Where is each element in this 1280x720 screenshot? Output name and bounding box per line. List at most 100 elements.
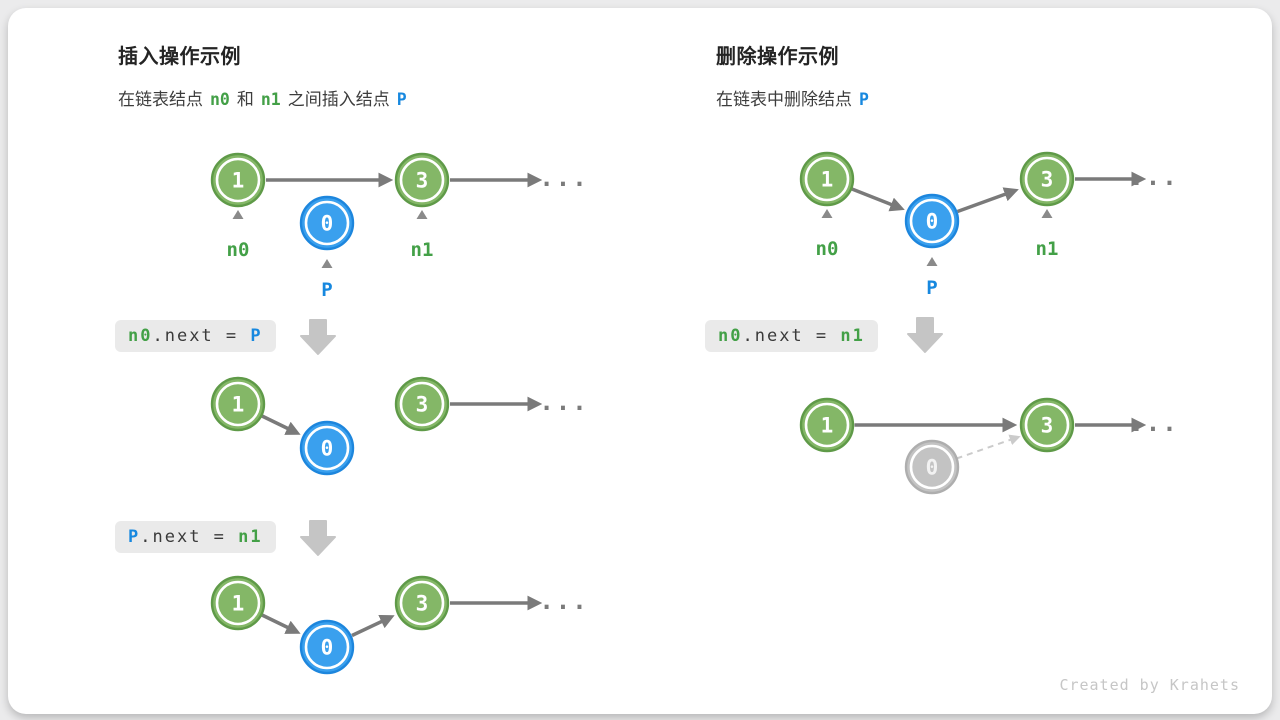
node-ring	[909, 444, 955, 490]
arrow-1-to-0	[261, 613, 301, 634]
node-circle	[210, 152, 266, 208]
node-ring	[399, 381, 445, 427]
arrow-0-to-3	[956, 187, 1019, 214]
pointer-caret-icon	[1041, 209, 1053, 218]
token-n0: n0	[210, 90, 230, 109]
code-rhs: n1	[840, 326, 865, 346]
node-blue-0: 0	[904, 193, 960, 249]
code-lhs: n0	[128, 326, 153, 346]
node-green-1: 1	[210, 376, 266, 432]
node-circle	[799, 151, 855, 207]
node-circle	[394, 376, 450, 432]
node-value: 0	[926, 456, 939, 480]
code-n0-next-p: n0.next = P	[115, 320, 276, 352]
node-value: 1	[232, 169, 245, 193]
node-green-3: 3	[1019, 397, 1075, 453]
node-value: 3	[1041, 414, 1054, 438]
node-circle	[394, 152, 450, 208]
code-lhs: n0	[718, 326, 743, 346]
node-green-3: 3	[394, 376, 450, 432]
arrow-0-to-3	[351, 614, 395, 638]
node-ring	[215, 381, 261, 427]
pointer-caret-icon	[926, 257, 938, 266]
node-circle	[904, 193, 960, 249]
delete-subtitle-text: 在链表中删除结点	[716, 90, 852, 109]
insert-subtitle-text: 之间插入结点	[287, 90, 390, 109]
pointer-label-n1: n1	[411, 239, 434, 261]
node-ring	[304, 624, 350, 670]
node-value: 1	[232, 393, 245, 417]
code-p-next-n1: P.next = n1	[115, 521, 276, 553]
node-value: 3	[416, 393, 429, 417]
dashed-arrow-0-to-3	[956, 434, 1021, 460]
code-lhs: P	[128, 527, 141, 547]
node-value: 0	[926, 210, 939, 234]
node-ring	[1024, 402, 1070, 448]
node-circle	[210, 575, 266, 631]
node-value: 1	[821, 168, 834, 192]
token-p: P	[859, 90, 869, 109]
node-circle	[1019, 397, 1075, 453]
node-value: 3	[416, 169, 429, 193]
node-value: 1	[232, 592, 245, 616]
node-value: 3	[416, 592, 429, 616]
code-mid: .next =	[152, 326, 251, 346]
delete-subtitle: 在链表中删除结点 P	[716, 85, 876, 110]
ellipsis: ...	[539, 587, 588, 615]
node-green-3: 3	[394, 152, 450, 208]
insert-subtitle-text: 和	[236, 90, 254, 109]
node-circle	[394, 575, 450, 631]
node-ring	[399, 580, 445, 626]
insert-subtitle-text: 在链表结点	[118, 90, 203, 109]
node-circle	[799, 397, 855, 453]
node-green-3: 3	[394, 575, 450, 631]
pointer-label-p: P	[926, 277, 937, 299]
node-value: 3	[1041, 168, 1054, 192]
node-gray-0-removed: 0	[904, 439, 960, 495]
ellipsis: ...	[539, 164, 588, 192]
delete-title: 删除操作示例	[716, 46, 839, 68]
pointer-caret-icon	[821, 209, 833, 218]
token-n1: n1	[260, 90, 281, 109]
pointer-label-n0: n0	[227, 239, 250, 261]
node-ring	[215, 580, 261, 626]
node-green-1: 1	[799, 151, 855, 207]
pointer-label-n0: n0	[816, 238, 839, 260]
code-rhs: P	[250, 326, 263, 346]
node-circle	[299, 195, 355, 251]
node-green-1: 1	[799, 397, 855, 453]
node-circle	[904, 439, 960, 495]
code-mid: .next =	[140, 527, 239, 547]
node-value: 0	[321, 636, 334, 660]
node-circle	[1019, 151, 1075, 207]
insert-title: 插入操作示例	[118, 46, 241, 68]
node-circle	[210, 376, 266, 432]
credit-text: Created by Krahets	[1059, 676, 1240, 694]
node-ring	[804, 402, 850, 448]
insert-header: 插入操作示例 在链表结点 n0 和 n1 之间插入结点 P	[118, 40, 414, 110]
delete-diagram-step0: 1 0 3 ... n0 n1 P	[799, 151, 1177, 299]
node-blue-0: 0	[299, 195, 355, 251]
node-ring	[909, 198, 955, 244]
down-block-arrow-icon	[300, 520, 336, 556]
node-green-3: 3	[1019, 151, 1075, 207]
node-ring	[804, 156, 850, 202]
ellipsis: ...	[539, 388, 588, 416]
pointer-caret-icon	[321, 259, 333, 268]
ellipsis: ...	[1129, 409, 1178, 437]
down-block-arrow-icon	[300, 319, 336, 355]
node-green-1: 1	[210, 575, 266, 631]
delete-header: 删除操作示例 在链表中删除结点 P	[716, 40, 876, 110]
down-block-arrow-icon	[907, 317, 943, 353]
arrow-1-to-0	[851, 187, 905, 212]
insert-diagram-step2: 1 0 3 ...	[210, 575, 588, 675]
insert-subtitle: 在链表结点 n0 和 n1 之间插入结点 P	[118, 85, 414, 110]
node-value: 1	[821, 414, 834, 438]
code-rhs: n1	[238, 527, 263, 547]
node-ring	[1024, 156, 1070, 202]
code-n0-next-n1: n0.next = n1	[705, 320, 878, 352]
pointer-label-n1: n1	[1036, 238, 1059, 260]
node-value: 0	[321, 437, 334, 461]
token-p: P	[396, 90, 407, 109]
